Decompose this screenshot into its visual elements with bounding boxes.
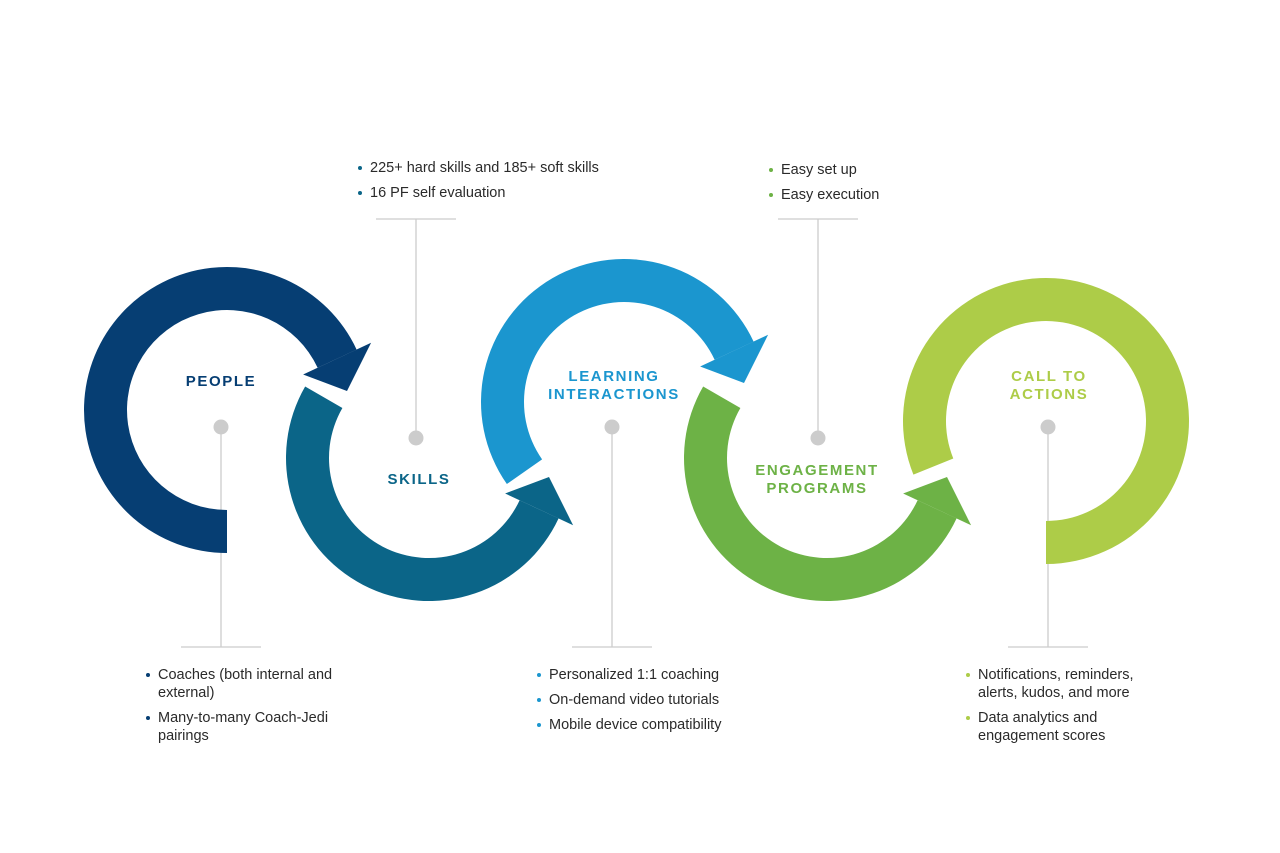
arrowhead-skills <box>505 477 574 526</box>
ring-call <box>902 277 1189 564</box>
list-item: Personalized 1:1 coaching <box>537 666 757 684</box>
ring-people <box>84 267 372 553</box>
arrowhead-engagement <box>903 477 972 526</box>
ring-learning <box>480 258 769 485</box>
connector-dot <box>1040 419 1056 435</box>
list-item: Many-to-many Coach-Jedi pairings <box>146 709 342 745</box>
ring-skills <box>285 386 574 602</box>
ring-arc-skills <box>285 386 559 602</box>
ring-arc-call <box>902 277 1189 564</box>
stage-title-line: PEOPLE <box>185 373 257 390</box>
list-item: Notifications, reminders, alerts, kudos,… <box>966 666 1162 702</box>
stage-title-line: CALL TO <box>1011 368 1087 385</box>
list-item: On-demand video tutorials <box>537 691 757 709</box>
stage-title-line: LEARNING <box>568 368 660 385</box>
ring-engagement <box>683 386 972 602</box>
connector-dot <box>604 419 620 435</box>
list-item: 225+ hard skills and 185+ soft skills <box>358 159 628 177</box>
stage-title-learning-interactions: LEARNING INTERACTIONS <box>548 368 680 404</box>
connector-dot <box>810 430 826 446</box>
stage-title-call-to-actions: CALL TO ACTIONS <box>1010 368 1089 404</box>
stage-rings <box>84 258 1189 602</box>
stage-title-line: SKILLS <box>387 471 451 488</box>
list-item: Mobile device compatibility <box>537 716 757 734</box>
stage-title-line: ENGAGEMENT <box>755 462 879 479</box>
call-to-actions-bullet-list: Notifications, reminders, alerts, kudos,… <box>966 666 1162 752</box>
stage-title-line: PROGRAMS <box>766 480 868 497</box>
stage-title-skills: SKILLS <box>388 471 451 489</box>
arrowhead-people <box>303 342 372 391</box>
list-item: Data analytics and engagement scores <box>966 709 1162 745</box>
connector-dot <box>408 430 424 446</box>
arrowhead-learning <box>700 334 769 383</box>
ring-arc-engagement <box>683 386 957 602</box>
list-item: 16 PF self evaluation <box>358 184 628 202</box>
ring-arc-people <box>84 267 357 553</box>
connector-dots <box>213 419 1056 446</box>
engagement-bullet-list: Easy set up Easy execution <box>769 161 929 211</box>
skills-bullet-list: 225+ hard skills and 185+ soft skills 16… <box>358 159 628 209</box>
stage-title-engagement-programs: ENGAGEMENT PROGRAMS <box>755 462 879 498</box>
ring-arc-learning <box>480 258 754 485</box>
list-item: Easy execution <box>769 186 929 204</box>
stage-title-line: INTERACTIONS <box>548 386 680 403</box>
people-bullet-list: Coaches (both internal and external) Man… <box>146 666 342 752</box>
stage-title-people: PEOPLE <box>186 373 256 391</box>
list-item: Easy set up <box>769 161 929 179</box>
connector-dot <box>213 419 229 435</box>
stage-title-line: ACTIONS <box>1009 386 1089 403</box>
list-item: Coaches (both internal and external) <box>146 666 342 702</box>
learning-bullet-list: Personalized 1:1 coaching On-demand vide… <box>537 666 757 741</box>
